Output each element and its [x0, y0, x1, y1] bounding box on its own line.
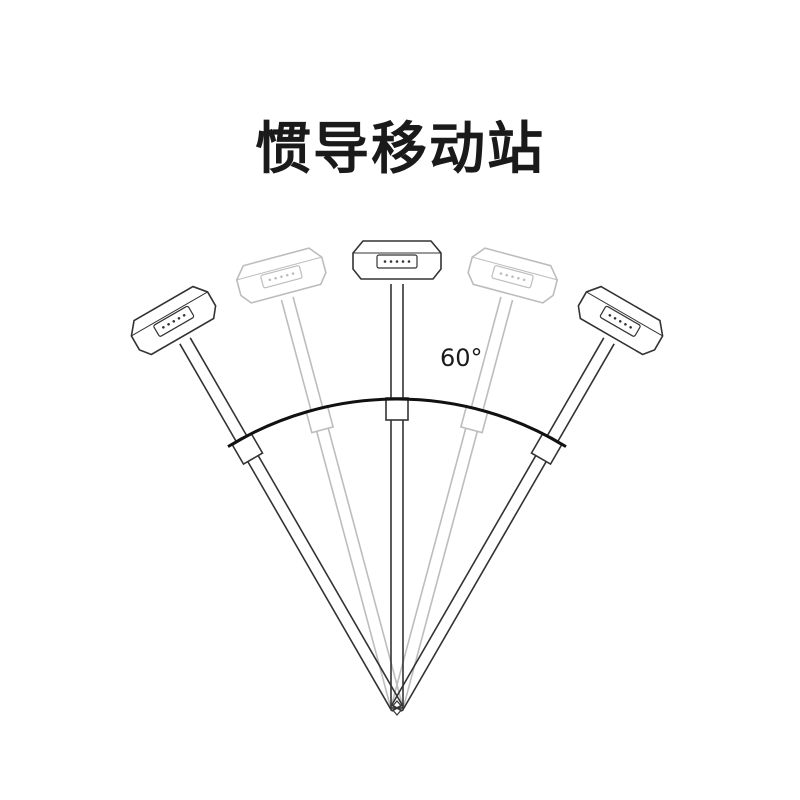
tilt-arc	[227, 397, 567, 448]
pole-right-near	[390, 247, 559, 711]
pole-clamp	[231, 432, 264, 466]
gnss-receiver-icon	[235, 247, 327, 304]
gnss-receiver-icon	[467, 247, 559, 304]
pole-rod	[179, 337, 403, 712]
pole-clamp	[385, 397, 409, 421]
pole-left-far	[130, 285, 403, 712]
gnss-receiver-icon	[577, 285, 664, 356]
gnss-receiver-icon	[352, 240, 442, 280]
page-title: 惯导移动站	[255, 117, 545, 182]
pole-rod	[390, 284, 404, 709]
angle-label: 60°	[440, 344, 483, 372]
poles-layer	[130, 240, 664, 716]
pole-rod	[280, 296, 404, 711]
pole-right-far	[391, 285, 664, 712]
pole-rod	[391, 337, 615, 712]
pole-clamp	[530, 432, 563, 466]
pole-center	[352, 240, 442, 709]
gnss-receiver-icon	[130, 285, 217, 356]
pole-left-near	[235, 247, 404, 711]
